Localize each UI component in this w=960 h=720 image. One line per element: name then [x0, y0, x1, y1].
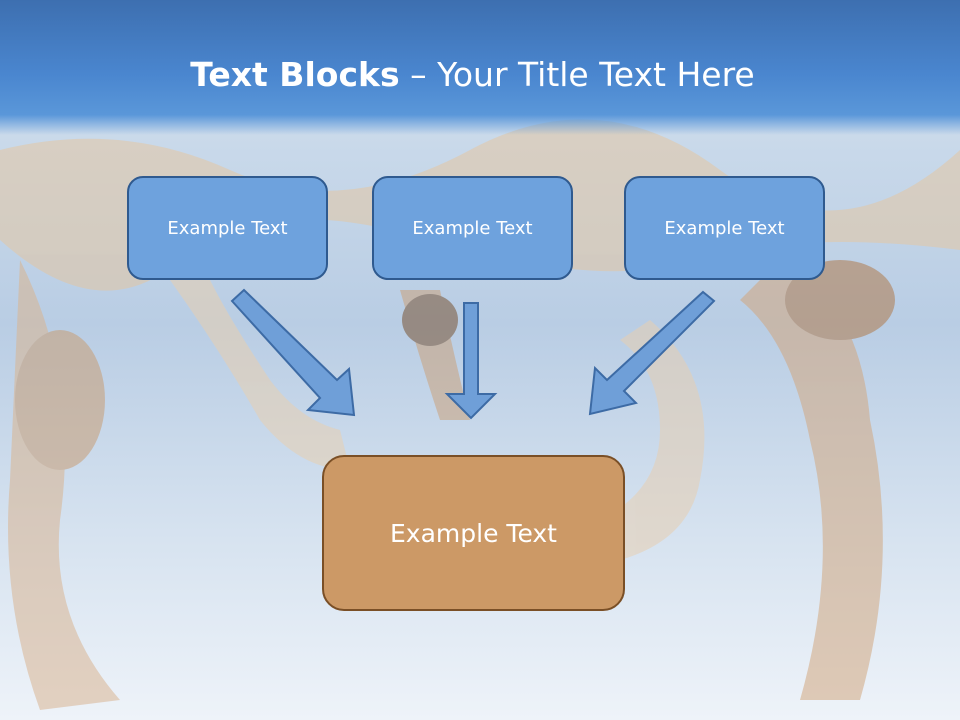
text-block-1-label: Example Text	[167, 217, 288, 239]
slide-title: Text Blocks – Your Title Text Here	[0, 52, 945, 98]
text-block-3: Example Text	[624, 176, 825, 280]
title-regular-part: Your Title Text Here	[437, 55, 755, 94]
title-bold-part: Text Blocks	[190, 55, 400, 94]
arrow-right	[588, 290, 716, 416]
target-text-block-label: Example Text	[390, 518, 557, 548]
text-block-2: Example Text	[372, 176, 573, 280]
title-bar	[0, 0, 960, 135]
arrow-center	[444, 302, 498, 420]
text-block-3-label: Example Text	[664, 217, 785, 239]
title-separator: –	[399, 55, 438, 94]
target-text-block: Example Text	[322, 455, 625, 611]
text-block-2-label: Example Text	[412, 217, 533, 239]
arrow-left	[230, 288, 356, 417]
text-block-1: Example Text	[127, 176, 328, 280]
